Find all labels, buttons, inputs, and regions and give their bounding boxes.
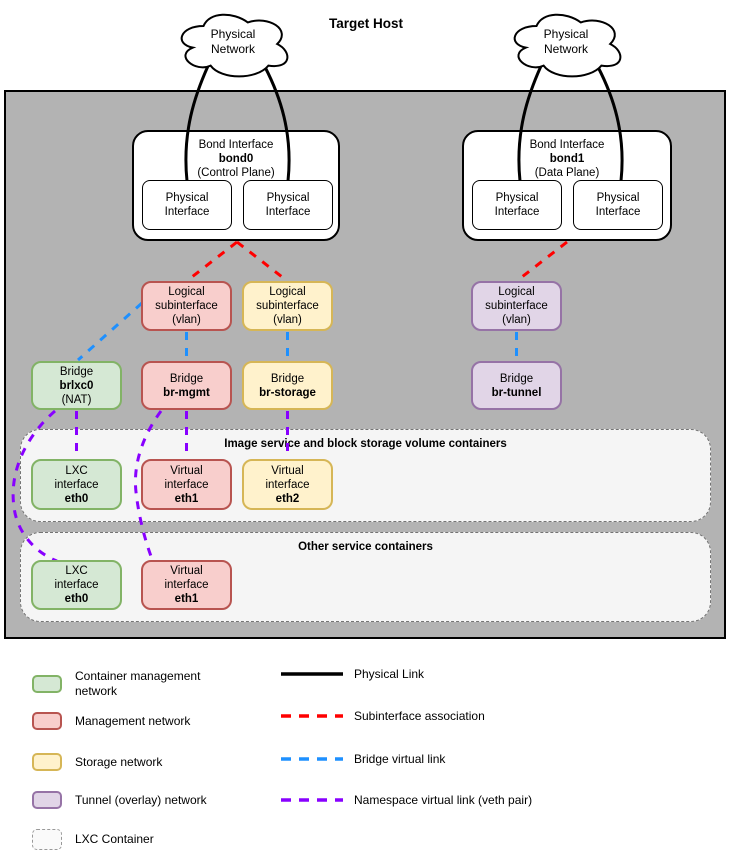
legend-subinterface-association-label: Subinterface association	[354, 709, 485, 723]
other-service-eth0-box: LXC interface eth0	[31, 560, 122, 610]
bond1-name: bond1	[549, 153, 585, 165]
legend-management-network: Management network	[32, 712, 190, 730]
bond1-physical-interface-2-box: Physical Interface	[573, 180, 663, 230]
legend-bridge-virtual-link-label: Bridge virtual link	[354, 752, 446, 766]
dashed-swatch	[32, 829, 62, 850]
red-swatch	[32, 712, 62, 730]
lxc-container-other-services: Other service containers	[20, 532, 711, 622]
bond0-role: (Control Plane)	[197, 167, 275, 179]
subinterface-storage-box: Logical subinterface (vlan)	[242, 281, 333, 331]
legend-physical-link-label: Physical Link	[354, 667, 425, 681]
target-host-title: Target Host	[328, 16, 403, 31]
lxc-container-other-services-title: Other service containers	[298, 541, 433, 553]
legend-tunnel-network: Tunnel (overlay) network	[32, 791, 207, 809]
legend-storage-network: Storage network	[32, 753, 162, 771]
green-swatch	[32, 675, 62, 693]
purple-swatch	[32, 791, 62, 809]
image-service-eth0-box: LXC interface eth0	[31, 459, 122, 510]
bond0-physical-interface-1-box: Physical Interface	[142, 180, 232, 230]
bond1-physical-interface-1-box: Physical Interface	[472, 180, 562, 230]
subinterface-mgmt-box: Logical subinterface (vlan)	[141, 281, 232, 331]
legend-lxc-container: LXC Container	[32, 829, 154, 850]
yellow-swatch	[32, 753, 62, 771]
image-service-eth2-box: Virtual interface eth2	[242, 459, 333, 510]
lxc-container-image-service: Image service and block storage volume c…	[20, 429, 711, 522]
cloud-right-label: Physical Network	[543, 27, 589, 56]
bond0-physical-interface-2-box: Physical Interface	[243, 180, 333, 230]
bridge-br-tunnel-box: Bridge br-tunnel	[471, 361, 562, 410]
other-service-eth1-box: Virtual interface eth1	[141, 560, 232, 610]
lxc-container-image-service-title: Image service and block storage volume c…	[224, 438, 507, 450]
legend-namespace-virtual-link-label: Namespace virtual link (veth pair)	[354, 793, 533, 807]
legend-container-management-network: Container management network	[32, 669, 245, 699]
bridge-brlxc0-box: Bridge brlxc0 (NAT)	[31, 361, 122, 410]
bridge-br-mgmt-box: Bridge br-mgmt	[141, 361, 232, 410]
bond0-name: bond0	[218, 153, 254, 165]
subinterface-tunnel-box: Logical subinterface (vlan)	[471, 281, 562, 331]
image-service-eth1-box: Virtual interface eth1	[141, 459, 232, 510]
cloud-left-label: Physical Network	[210, 27, 256, 56]
bond1-role: (Data Plane)	[534, 167, 600, 179]
bridge-br-storage-box: Bridge br-storage	[242, 361, 333, 410]
bond0-title: Bond Interface	[198, 139, 274, 151]
bond1-title: Bond Interface	[529, 139, 605, 151]
